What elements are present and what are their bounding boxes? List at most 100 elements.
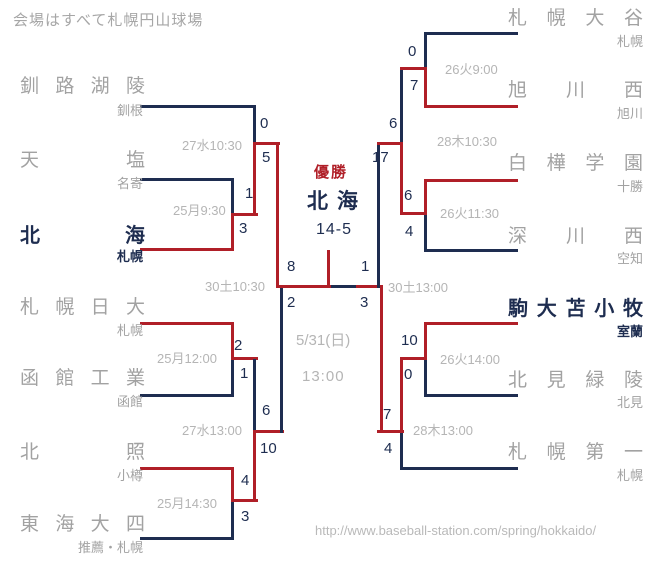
- team-region: 十勝: [616, 179, 643, 194]
- bracket-line: [400, 212, 427, 215]
- match-time: 26火11:30: [440, 206, 500, 221]
- match-score: 3: [241, 508, 250, 525]
- source-url: http://www.baseball-station.com/spring/h…: [315, 523, 597, 538]
- bracket-line: [276, 285, 331, 288]
- bracket-line: [231, 359, 234, 397]
- match-score: 2: [234, 337, 243, 354]
- match-score: 6: [389, 115, 398, 132]
- bracket-line: [377, 145, 380, 288]
- team-region: 札幌: [116, 323, 143, 338]
- team-name: 札幌第一: [508, 442, 643, 463]
- bracket-line: [400, 70, 403, 145]
- match-time: 27水13:00: [182, 423, 242, 438]
- team-name: 北見緑陵: [508, 370, 643, 391]
- team-region: 空知: [616, 251, 643, 266]
- bracket-line: [424, 357, 427, 397]
- team-name: 白樺学園: [508, 153, 643, 174]
- bracket-line: [140, 467, 234, 470]
- final-time: 13:00: [302, 368, 345, 385]
- bracket-line: [331, 285, 356, 288]
- final-score: 14-5: [316, 221, 353, 238]
- venue-note: 会場はすべて札幌円山球場: [13, 12, 204, 29]
- bracket-line: [424, 212, 427, 252]
- team-name-runnerup: 駒大苫小牧: [508, 298, 643, 320]
- bracket-line: [403, 467, 518, 470]
- match-score: 7: [410, 77, 419, 94]
- match-time: 26火14:00: [440, 352, 500, 367]
- team-name: 函館工業: [20, 368, 145, 389]
- bracket-line: [400, 142, 403, 215]
- bracket-line: [426, 322, 518, 325]
- bracket-line: [231, 215, 234, 251]
- match-score: 0: [260, 115, 269, 132]
- match-score: 0: [404, 366, 413, 383]
- bracket-line: [380, 287, 383, 433]
- bracket-line: [231, 213, 258, 216]
- bracket-line: [140, 248, 234, 251]
- bracket-line: [253, 430, 284, 433]
- match-score: 1: [361, 258, 370, 275]
- match-time: 28木13:00: [413, 423, 473, 438]
- bracket-line: [276, 142, 279, 288]
- bracket-line: [253, 142, 256, 216]
- team-name: 北照: [20, 442, 145, 463]
- team-region: 釧根: [116, 103, 143, 118]
- match-score: 1: [240, 365, 249, 382]
- match-time: 26火9:00: [445, 62, 498, 77]
- match-score: 5: [262, 149, 271, 166]
- bracket-line: [400, 357, 427, 360]
- bracket-line: [140, 178, 234, 181]
- team-name-champion: 北海: [20, 225, 145, 247]
- bracket-line: [280, 288, 283, 433]
- bracket-line: [426, 179, 518, 182]
- match-score: 10: [401, 332, 418, 349]
- bracket-line: [231, 467, 234, 502]
- team-name: 釧路湖陵: [20, 76, 145, 97]
- match-score: 2: [287, 294, 296, 311]
- match-score: 3: [239, 220, 248, 237]
- match-score: 8: [287, 258, 296, 275]
- team-region: 名寄: [116, 176, 143, 191]
- team-region: 室蘭: [616, 324, 643, 339]
- team-name: 天塩: [20, 150, 145, 171]
- team-region: 札幌: [116, 249, 143, 264]
- team-name: 札幌日大: [20, 297, 145, 318]
- team-name: 旭川西: [508, 80, 643, 101]
- team-region: 北見: [616, 395, 643, 410]
- bracket-line: [253, 142, 280, 145]
- match-score: 4: [384, 440, 393, 457]
- final-date: 5/31(日): [296, 332, 351, 349]
- bracket-line: [426, 32, 518, 35]
- match-score: 0: [408, 43, 417, 60]
- bracket-line: [253, 359, 256, 433]
- team-region: 札幌: [616, 34, 643, 49]
- team-region: 推薦・札幌: [77, 540, 143, 555]
- bracket-line: [424, 67, 427, 108]
- bracket-line: [231, 499, 258, 502]
- match-score: 10: [260, 440, 277, 457]
- match-score: 3: [360, 294, 369, 311]
- match-time: 30土10:30: [205, 279, 265, 294]
- champion-team-name: 北海: [307, 190, 367, 213]
- bracket-line: [253, 105, 256, 145]
- bracket-line: [400, 430, 403, 470]
- team-region: 函館: [116, 394, 143, 409]
- bracket-line: [356, 285, 383, 288]
- bracket-line: [140, 537, 234, 540]
- match-time: 25月14:30: [157, 496, 217, 511]
- bracket-line: [426, 249, 518, 252]
- bracket-line: [426, 394, 518, 397]
- bracket-line: [424, 179, 427, 215]
- match-score: 6: [404, 187, 413, 204]
- bracket-line: [424, 32, 427, 70]
- champion-label: 優勝: [313, 164, 348, 181]
- match-time: 30土13:00: [388, 280, 448, 295]
- bracket-line: [140, 394, 234, 397]
- bracket-line: [253, 430, 256, 502]
- match-score: 17: [372, 149, 389, 166]
- bracket-line: [424, 322, 427, 360]
- bracket-line: [231, 178, 234, 216]
- bracket-line: [231, 322, 234, 360]
- bracket-line: [400, 359, 403, 433]
